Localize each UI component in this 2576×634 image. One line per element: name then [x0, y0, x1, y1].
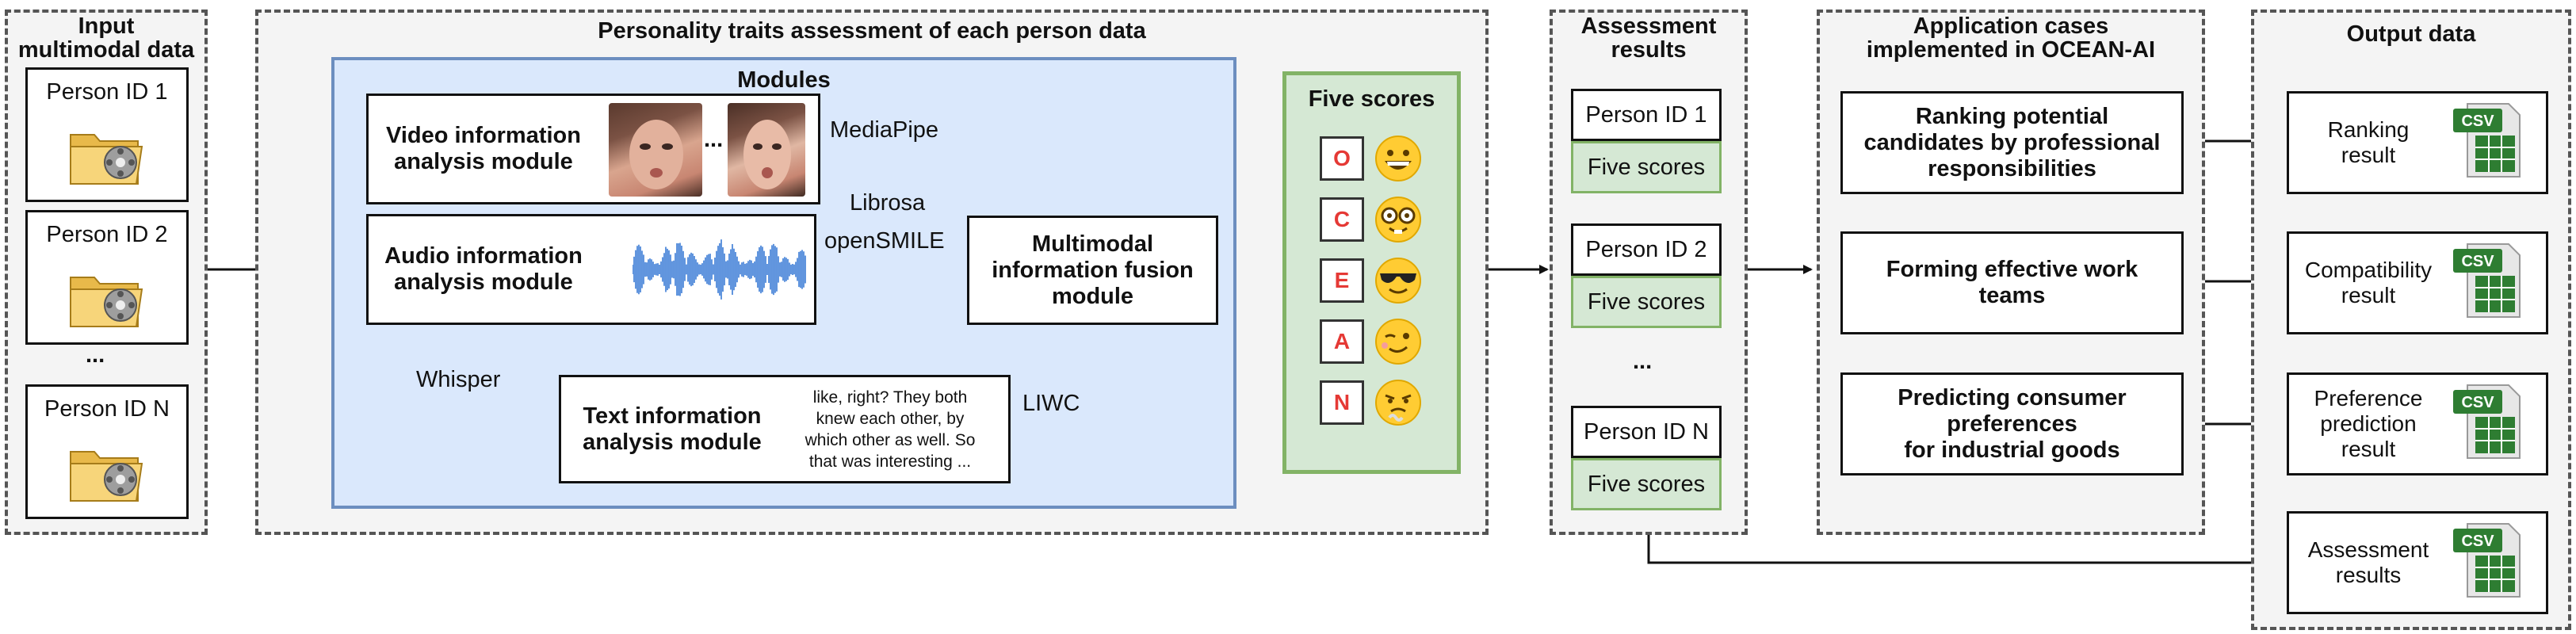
person-id-label: Person ID N [44, 396, 170, 422]
output-label: Assessment results [2307, 537, 2429, 587]
csv-file-icon: CSV [2453, 523, 2521, 598]
opensmile-label: openSMILE [824, 228, 945, 254]
svg-text:CSV: CSV [2461, 113, 2494, 130]
folder-video-icon [70, 451, 143, 502]
result-scores-n[interactable]: Five scores [1571, 458, 1722, 510]
svg-text:CSV: CSV [2461, 533, 2494, 550]
case-ranking[interactable]: Ranking potential candidates by professi… [1840, 91, 2184, 194]
modules-title: Modules [737, 67, 831, 93]
result-scores-label: Five scores [1587, 154, 1706, 180]
liwc-label: LIWC [1022, 391, 1080, 416]
fusion-module[interactable]: Multimodal information fusion module [967, 216, 1218, 325]
case-label: Ranking potential candidates by professi… [1863, 103, 2161, 181]
person-id-label: Person ID 1 [46, 79, 168, 105]
input-ellipsis: ... [86, 342, 105, 368]
result-scores-1[interactable]: Five scores [1571, 141, 1722, 193]
case-label: Predicting consumer preferences for indu… [1898, 384, 2127, 463]
mediapipe-label: MediaPipe [830, 117, 939, 143]
fusion-module-label: Multimodal information fusion module [992, 231, 1194, 309]
result-person-2[interactable]: Person ID 2 [1571, 223, 1722, 276]
result-scores-2[interactable]: Five scores [1571, 276, 1722, 328]
grinning-face-icon [1375, 136, 1421, 181]
output-label: Preference prediction result [2314, 386, 2423, 461]
winking-face-icon [1375, 319, 1421, 365]
result-person-label: Person ID 1 [1585, 101, 1707, 128]
output-label: Ranking result [2327, 117, 2410, 167]
output-label: Compatibility result [2304, 258, 2433, 307]
folder-video-icon [70, 134, 143, 185]
result-scores-label: Five scores [1587, 471, 1706, 497]
csv-file-icon: CSV [2453, 384, 2521, 459]
text-module-label: Text information analysis module [583, 403, 762, 455]
video-module-label: Video information analysis module [386, 123, 581, 174]
waveform-icon [633, 239, 806, 300]
trait-letter-a: A [1320, 319, 1364, 364]
input-title: Input multimodal data [17, 13, 195, 63]
csv-file-icon: CSV [2453, 243, 2521, 318]
video-frame-image [728, 103, 805, 197]
csv-file-icon: CSV [2453, 103, 2521, 178]
sunglasses-face-icon [1375, 258, 1421, 304]
steam-face-icon [1375, 380, 1421, 426]
transcript-text: like, right? They both knew each other, … [805, 388, 976, 471]
case-label: Forming effective work teams [1886, 257, 2138, 308]
text-module[interactable]: Text information analysis module like, r… [559, 375, 1011, 483]
assessment-title: Personality traits assessment of each pe… [598, 18, 1146, 44]
trait-letter-n: N [1320, 380, 1364, 425]
case-teams[interactable]: Forming effective work teams [1840, 231, 2184, 334]
audio-module-label: Audio information analysis module [384, 243, 583, 295]
frames-ellipsis: ... [704, 127, 724, 152]
trait-letter-e: E [1320, 258, 1364, 303]
case-preferences[interactable]: Predicting consumer preferences for indu… [1840, 372, 2184, 476]
result-person-label: Person ID 2 [1585, 236, 1707, 262]
video-frame-image [609, 103, 702, 197]
trait-letter-o: O [1320, 136, 1364, 181]
five-scores-title: Five scores [1308, 86, 1435, 112]
result-person-1[interactable]: Person ID 1 [1571, 89, 1722, 141]
svg-text:CSV: CSV [2461, 394, 2494, 411]
person-id-label: Person ID 2 [46, 222, 168, 247]
result-person-n[interactable]: Person ID N [1571, 406, 1722, 458]
output-title: Output data [2346, 21, 2476, 47]
result-person-label: Person ID N [1584, 418, 1709, 445]
result-scores-label: Five scores [1587, 288, 1706, 315]
folder-video-icon [70, 277, 143, 327]
trait-letter-c: C [1320, 197, 1364, 242]
applications-title: Application cases implemented in OCEAN-A… [1866, 13, 2156, 63]
librosa-label: Librosa [850, 190, 926, 216]
results-title: Assessment results [1580, 13, 1717, 63]
five-scores-panel [1282, 71, 1461, 474]
results-ellipsis: ... [1633, 349, 1653, 374]
nerd-face-icon [1375, 197, 1421, 243]
svg-text:CSV: CSV [2461, 253, 2494, 270]
arrow-results-to-output [1647, 535, 2286, 567]
whisper-label: Whisper [416, 367, 501, 392]
